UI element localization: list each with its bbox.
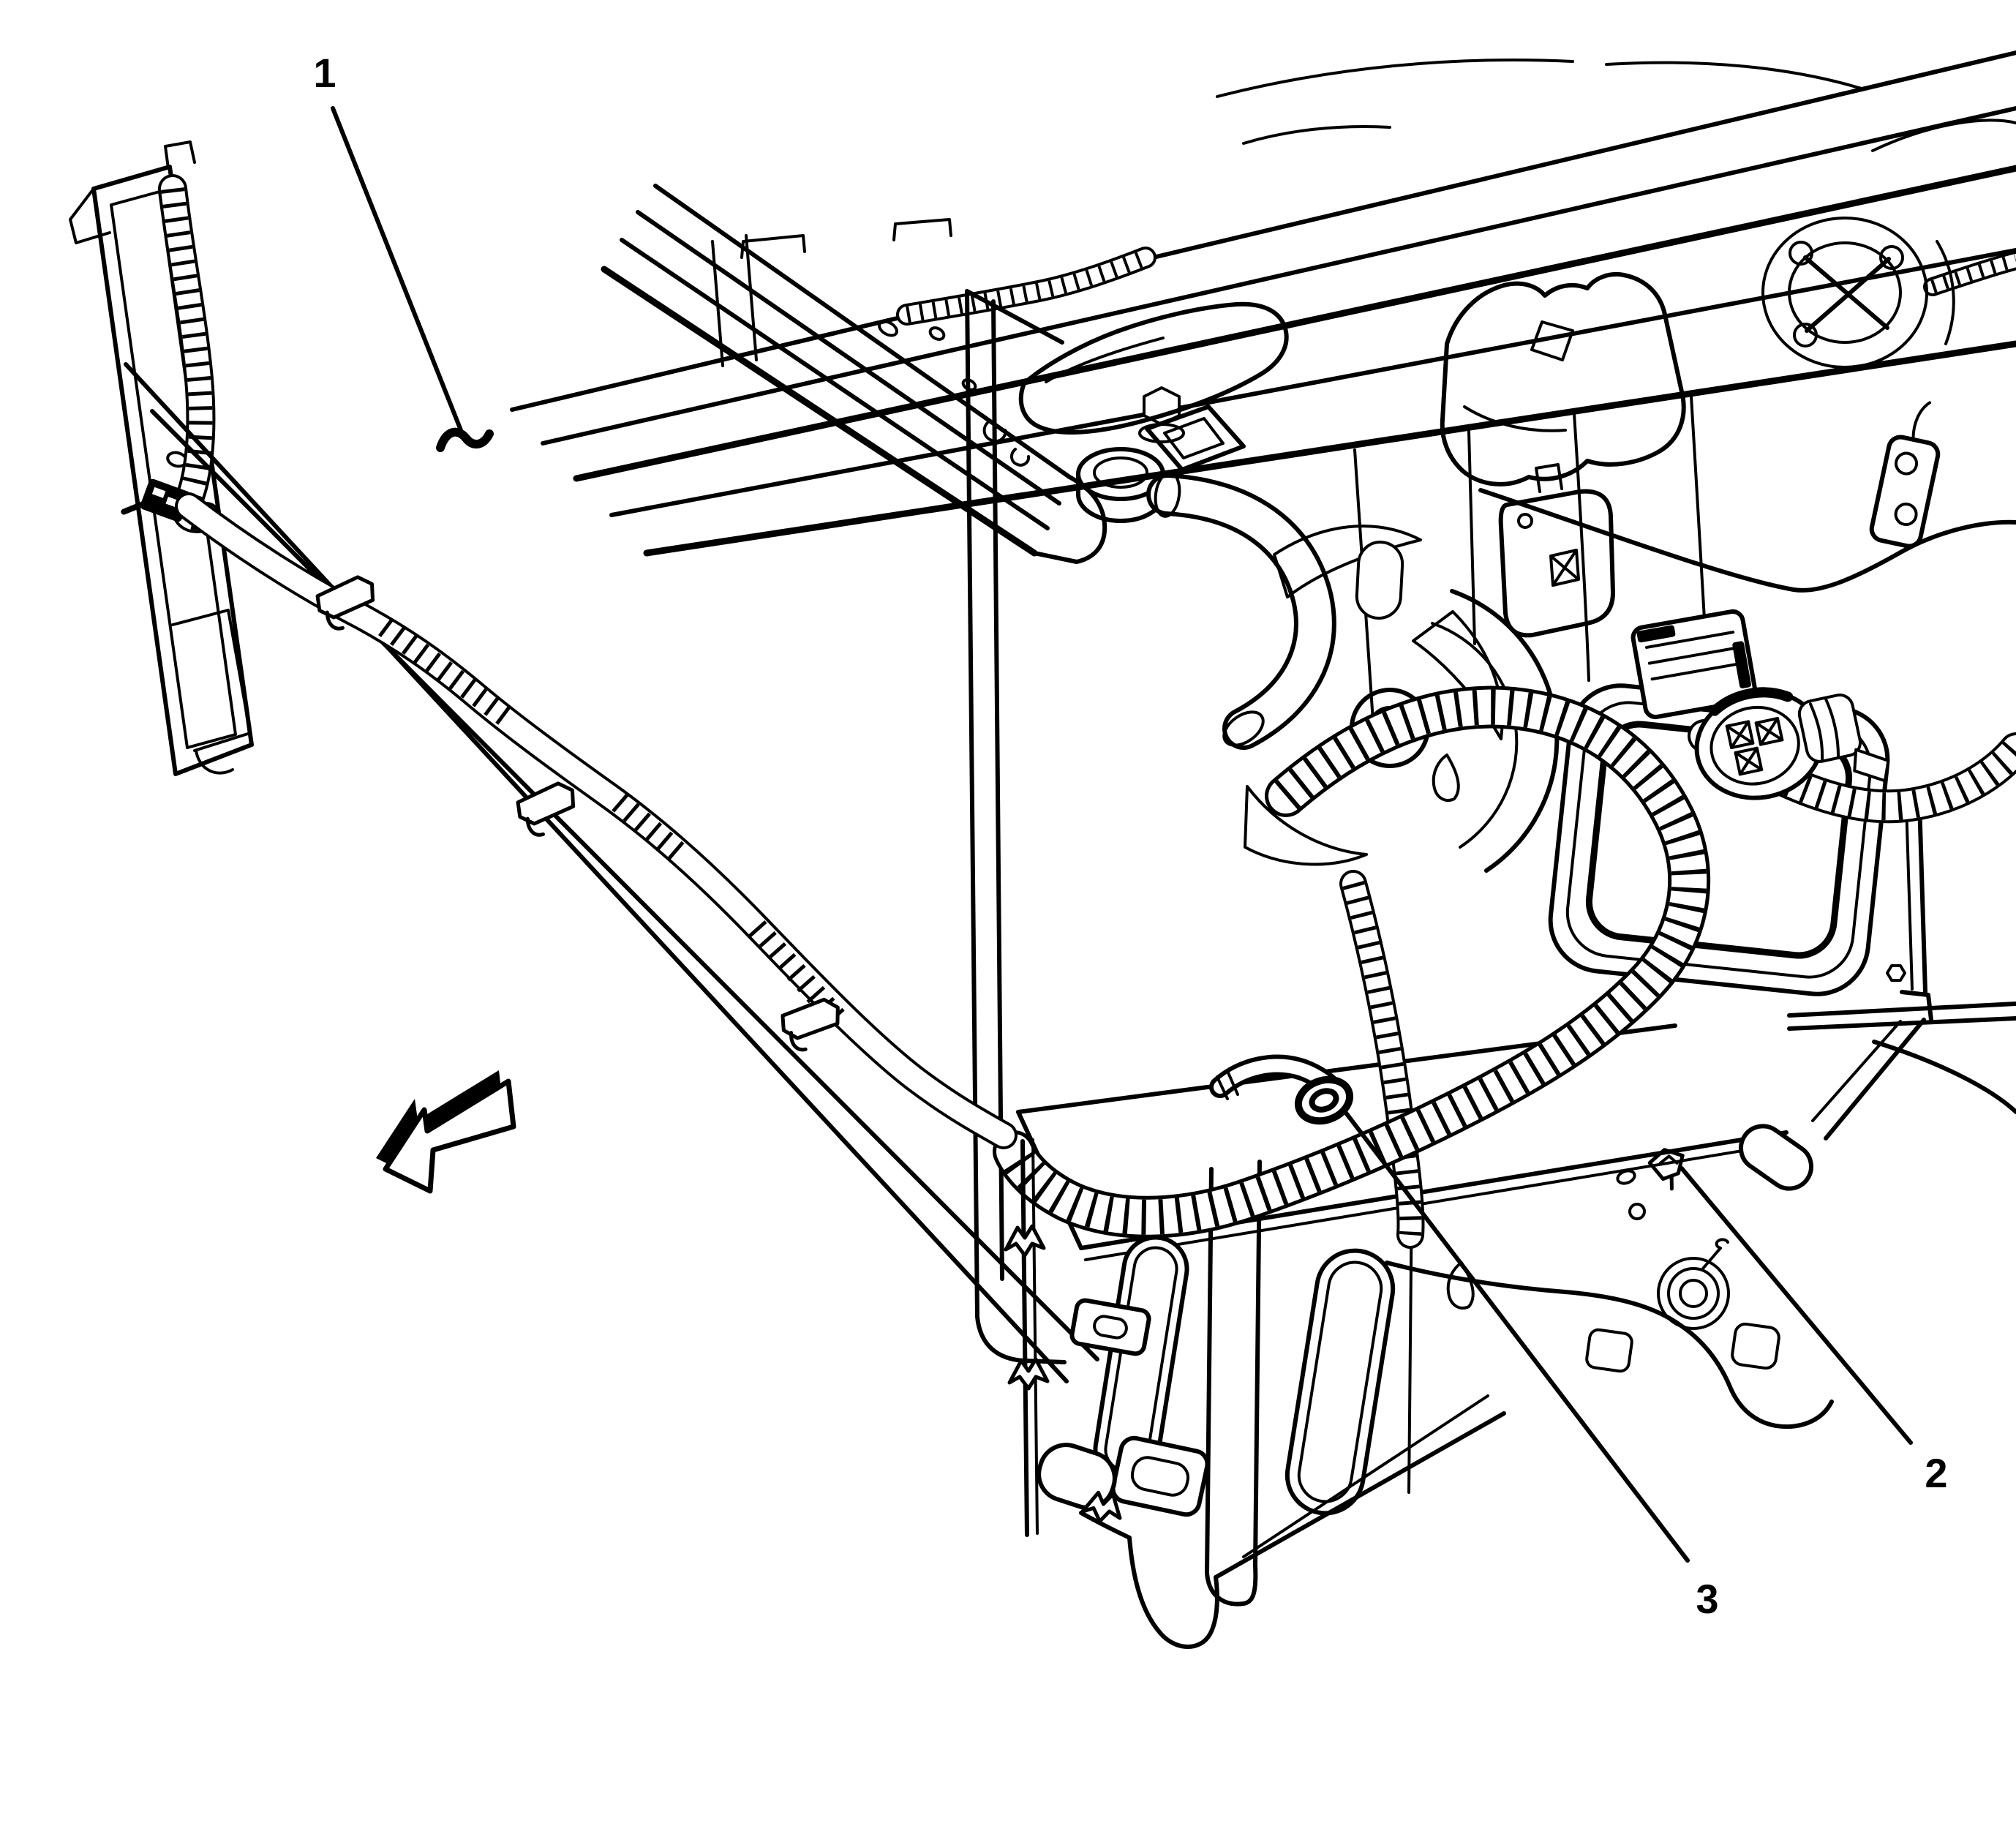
- fan-blade: [1244, 785, 1368, 866]
- callout-1-label: 1: [313, 50, 336, 96]
- direction-arrow-icon: [376, 1070, 516, 1194]
- hole-plate: [1069, 1298, 1151, 1356]
- shroud-bracket: [1145, 405, 1246, 472]
- engine-wiring-harness: [1014, 707, 2016, 1235]
- diamond-hole: [1530, 320, 1574, 361]
- upper-tie-bar: [601, 184, 1185, 564]
- slot-capsule: [1285, 1248, 1396, 1516]
- round-connector: [1694, 687, 1890, 800]
- leader-line-3: [1341, 1107, 1690, 1563]
- harness-break-tilde-icon: [436, 427, 494, 452]
- fan-blade: [1273, 525, 1422, 598]
- teardrop-hole: [1446, 1261, 1475, 1310]
- core-support-panel: [1353, 395, 2016, 1429]
- lower-support-front: [1004, 1138, 1122, 1537]
- callout-2-label: 2: [1925, 1450, 1947, 1496]
- fascia-edge: [124, 362, 1099, 1383]
- fan-blade: [1412, 610, 1504, 740]
- lower-support: [1016, 1023, 1814, 1649]
- ground-terminal: [1209, 1054, 1354, 1125]
- callout-3-label: 3: [1696, 1576, 1718, 1622]
- push-pin-clip: [1004, 1224, 1046, 1258]
- push-pin-clip: [1007, 1357, 1050, 1391]
- front-harness-run: [189, 506, 1004, 1135]
- teardrop-hole: [1432, 754, 1460, 802]
- cowl-fan-motor: [1761, 217, 1955, 369]
- leader-line-2: [1680, 1166, 1913, 1445]
- mount-slot: [1355, 541, 1404, 620]
- cowl-bracket: [1440, 272, 1686, 486]
- harness-clip: [781, 997, 840, 1052]
- panel-bracket: [1498, 463, 1615, 638]
- harness-clip: [315, 575, 375, 631]
- upper-radiator-hose: [1153, 471, 1315, 752]
- rectangular-connector: [1631, 609, 1758, 720]
- left-bracket-assembly: [69, 140, 254, 776]
- end-capsule: [1738, 1124, 1814, 1191]
- rubber-plug: [1657, 1238, 1730, 1330]
- leader-line-1: [331, 106, 463, 432]
- slotted-plate: [1110, 1435, 1210, 1517]
- push-pin-clip: [1080, 1490, 1122, 1524]
- hook-capsule: [1037, 1443, 1117, 1510]
- radiator-mount-bracket: [1018, 301, 1289, 435]
- small-connector: [1869, 401, 1941, 549]
- harness-clip: [516, 781, 576, 837]
- callouts: 1 2 3: [313, 50, 1947, 1622]
